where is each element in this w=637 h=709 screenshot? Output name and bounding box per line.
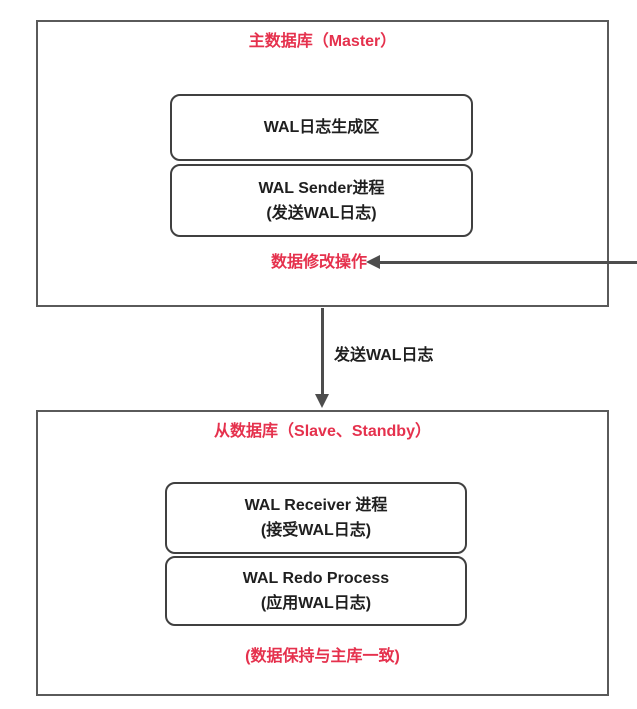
wal-receiver-line1: WAL Receiver 进程 <box>244 497 388 514</box>
wal-generation-label: WAL日志生成区 <box>263 119 380 136</box>
master-db-title: 主数据库（Master） <box>248 33 397 50</box>
wal-receiver-line2: (接受WAL日志) <box>260 522 372 539</box>
wal-redo-line2: (应用WAL日志) <box>260 595 372 612</box>
wal-redo-line1: WAL Redo Process <box>242 570 390 587</box>
arrow-left-icon <box>366 255 380 269</box>
wal-receiver-box: WAL Receiver 进程 (接受WAL日志) <box>165 482 467 554</box>
consistency-note: (数据保持与主库一致) <box>245 648 400 665</box>
slave-db-title: 从数据库（Slave、Standby） <box>214 423 431 440</box>
wal-generation-box: WAL日志生成区 <box>170 94 473 161</box>
send-wal-arrow-line <box>321 308 324 396</box>
wal-redo-box: WAL Redo Process (应用WAL日志) <box>165 556 467 626</box>
arrow-down-icon <box>315 394 329 408</box>
wal-sender-line1: WAL Sender进程 <box>258 179 385 197</box>
data-modify-label: 数据修改操作 <box>270 254 367 271</box>
wal-sender-line2: (发送WAL日志) <box>266 204 377 222</box>
master-db-box: 主数据库（Master） WAL日志生成区 WAL Sender进程 (发送WA… <box>36 20 609 307</box>
send-wal-label: 发送WAL日志 <box>334 347 434 364</box>
data-modify-arrow-line <box>379 261 637 264</box>
slave-db-box: 从数据库（Slave、Standby） WAL Receiver 进程 (接受W… <box>36 410 609 696</box>
wal-sender-box: WAL Sender进程 (发送WAL日志) <box>170 164 473 237</box>
